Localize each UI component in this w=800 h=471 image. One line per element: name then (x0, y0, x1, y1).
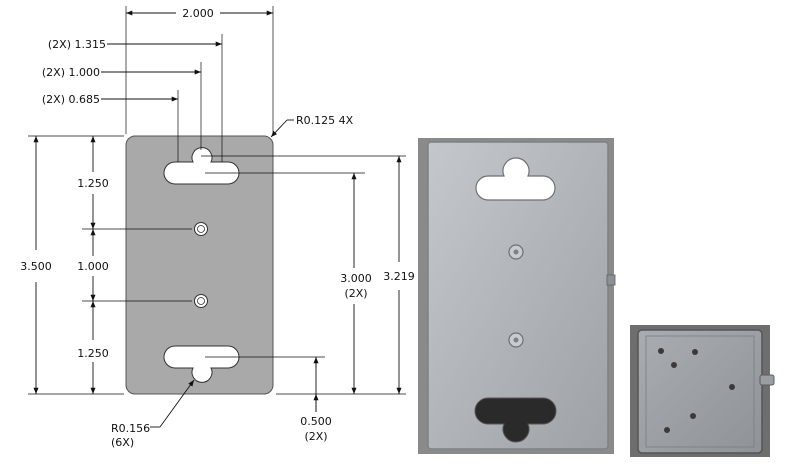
dim-top-width: 2.000 (125, 6, 274, 134)
dim-3219-label: 3.219 (383, 270, 415, 283)
metal-bracket-photo (418, 138, 616, 454)
dim-1315-label: (2X) 1.315 (48, 38, 106, 51)
dim-bottom-offset-value: 0.500 (300, 415, 332, 428)
technical-drawing: 2.000 (2X) 1.315 (2X) 1.000 (2X) 0.685 (20, 6, 415, 449)
dim-total-height-label: 3.500 (20, 260, 52, 273)
dim-hole-radius-value: R0.156 (111, 422, 150, 435)
dim-corner-radius-label: R0.125 4X (296, 114, 354, 127)
dim-0685: (2X) 0.685 (42, 90, 179, 162)
dim-corner-radius: R0.125 4X (270, 114, 354, 138)
dim-1315: (2X) 1.315 (48, 34, 223, 162)
keyhole-slot-top (163, 147, 240, 185)
mounting-hole-lower (194, 294, 208, 308)
dim-slot-spacing-value: 3.000 (340, 272, 372, 285)
dim-top-width-label: 2.000 (182, 7, 214, 20)
dim-total-height: 3.500 (20, 135, 124, 395)
dim-hole-radius: R0.156 (6X) (111, 379, 195, 449)
enclosure-cube-photo (630, 325, 775, 457)
dim-hole-radius-qty: (6X) (111, 436, 134, 449)
dim-bottom-offset: 0.500 (2X) (205, 356, 332, 443)
dim-1000-vertical-label: 1.000 (77, 260, 109, 273)
dim-1000-label: (2X) 1.000 (42, 66, 100, 79)
dim-slot-spacing-qty: (2X) (344, 287, 367, 300)
bracket-plate (125, 135, 274, 395)
mounting-hole-upper (194, 222, 208, 236)
dim-3219: 3.219 (201, 155, 415, 395)
dim-vertical-chain: 1.250 1.000 1.250 (77, 136, 192, 394)
dim-1250-top-label: 1.250 (77, 177, 109, 190)
dim-0685-label: (2X) 0.685 (42, 93, 100, 106)
dim-1250-bottom-label: 1.250 (77, 347, 109, 360)
dim-slot-spacing: 3.000 (2X) (205, 172, 372, 394)
dim-1000: (2X) 1.000 (42, 62, 202, 150)
dim-bottom-offset-qty: (2X) (304, 430, 327, 443)
